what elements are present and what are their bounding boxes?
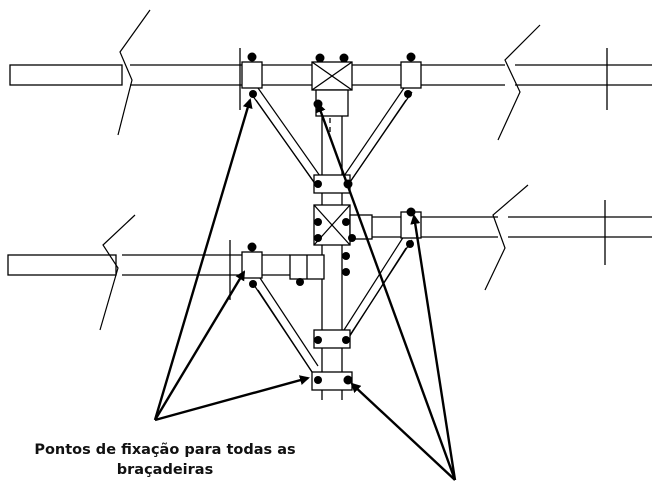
diagonal-braces (249, 87, 413, 379)
diagram-caption: Pontos de fixação para todas as braçadei… (10, 440, 320, 480)
lower-break-marks (99, 184, 529, 331)
caption-line-1: Pontos de fixação para todas as (34, 442, 296, 458)
upper-break-marks (117, 9, 541, 141)
pipe-clamps (241, 61, 422, 391)
caption-line-2: braçadeiras (116, 462, 214, 478)
lower-horizontal-pipe (7, 200, 652, 300)
callout-arrows (153, 98, 457, 481)
